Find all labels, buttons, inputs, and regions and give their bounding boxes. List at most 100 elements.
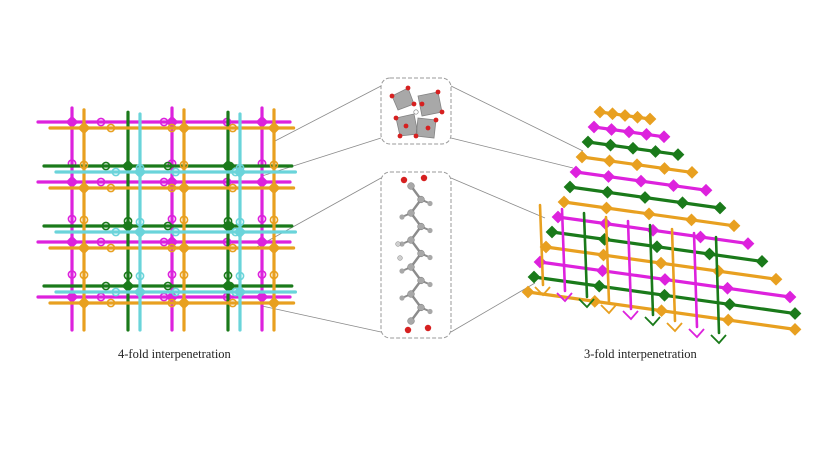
left-node-orange [77, 241, 91, 255]
oxygen-atom [439, 109, 445, 115]
left-node-orange [267, 241, 281, 255]
left-strut-orange-ring [106, 298, 116, 308]
right-node-orange [685, 213, 698, 227]
left-strut-orange-ring [167, 298, 177, 308]
connector-line [450, 85, 584, 152]
right-node-orange [655, 304, 668, 318]
oxygen-atom [411, 101, 417, 107]
carbon-atom [407, 182, 415, 190]
left-node-green [221, 219, 235, 233]
right-node-orange [521, 285, 535, 299]
left-strut-orange-ring [269, 160, 279, 170]
metal-center [413, 109, 419, 115]
linker-ball-and-stick-model [395, 174, 433, 334]
right-node-magenta [587, 120, 601, 134]
right-node-magenta [646, 223, 660, 237]
carbon-atom [399, 295, 405, 301]
right-node-orange [606, 107, 619, 121]
left-caption: 4-fold interpenetration [118, 347, 231, 361]
carbon-atom [399, 268, 405, 274]
right-node-orange [630, 158, 644, 172]
connector-line [274, 85, 382, 142]
left-node-cyan [133, 225, 147, 239]
left-strut-green-ring [101, 221, 111, 231]
left-strut-green-ring [163, 161, 173, 171]
right-node-orange [588, 294, 602, 308]
left-node-green [121, 219, 135, 233]
right-node-magenta [694, 230, 707, 244]
right-node-orange [769, 272, 783, 286]
left-node-green [121, 279, 135, 293]
left-strut-orange-ring [167, 183, 177, 193]
left-node-orange [77, 296, 91, 310]
oxygen-atom [420, 174, 428, 182]
left-node-cyan [133, 285, 147, 299]
right-node-green [658, 288, 671, 302]
left-strut-cyan-ring [235, 271, 245, 281]
oxygen-atom [405, 85, 411, 91]
oxygen-atom [425, 125, 431, 131]
metal-cluster-inset [380, 77, 452, 145]
carbon-atom [399, 241, 405, 247]
left-node-cyan [133, 165, 147, 179]
left-node-cyan [233, 225, 247, 239]
left-strut-cyan-ring [111, 227, 121, 237]
left-strut-magenta-ring [167, 214, 177, 224]
right-node-orange [631, 110, 644, 124]
zoom-connector-lines [254, 85, 584, 333]
connector-line [450, 177, 546, 219]
right-node-magenta [783, 290, 797, 304]
left-strut-green-ring [163, 281, 173, 291]
left-strut-magenta-ring [96, 117, 106, 127]
right-node-green [671, 148, 685, 161]
left-node-magenta [255, 290, 269, 304]
left-strut-orange-ring [79, 215, 89, 225]
right-node-green [581, 135, 595, 149]
right-caption: 3-fold interpenetration [584, 347, 697, 361]
connector-line [261, 137, 382, 177]
left-node-cyan [233, 285, 247, 299]
left-node-magenta [65, 235, 79, 249]
left-strut-orange-ring [106, 123, 116, 133]
left-strut-magenta-ring [67, 214, 77, 224]
carbon-atom [427, 308, 433, 315]
left-strut-orange-ring [228, 298, 238, 308]
left-strut-magenta-ring [257, 270, 267, 279]
right-node-orange [643, 112, 657, 126]
metal-cluster-polyhedra [389, 85, 445, 139]
oxygen-atom [397, 133, 403, 139]
oxygen-atom [400, 176, 408, 184]
right-pillar-tip-magenta [556, 292, 573, 303]
linker-molecule-inset [380, 171, 452, 339]
left-strut-green-ring [163, 221, 173, 231]
left-strut-magenta-ring [167, 270, 177, 279]
connector-line [450, 137, 574, 169]
right-node-magenta [533, 255, 547, 269]
right-node-orange [654, 256, 668, 270]
left-4fold-network [36, 106, 297, 332]
oxygen-atom [389, 93, 395, 99]
left-strut-cyan-ring [111, 167, 121, 177]
right-node-green [604, 138, 617, 152]
left-node-magenta [65, 175, 79, 189]
left-strut-orange-ring [179, 215, 189, 225]
left-strut-cyan-ring [135, 271, 145, 281]
right-node-green [592, 279, 606, 293]
right-node-magenta [634, 174, 648, 188]
right-pillar-tip-magenta [622, 310, 639, 321]
right-node-magenta [657, 130, 671, 144]
right-node-green [650, 240, 664, 254]
right-node-orange [593, 105, 607, 119]
carbon-atom [417, 249, 425, 258]
right-node-orange [575, 150, 589, 164]
right-pillar-green [714, 235, 721, 335]
right-node-magenta [699, 183, 713, 197]
left-node-cyan [233, 165, 247, 179]
left-node-orange [177, 181, 191, 195]
left-strut-green-ring [101, 281, 111, 291]
right-node-green [638, 191, 652, 204]
right-node-orange [658, 162, 671, 175]
right-node-orange [618, 109, 632, 122]
